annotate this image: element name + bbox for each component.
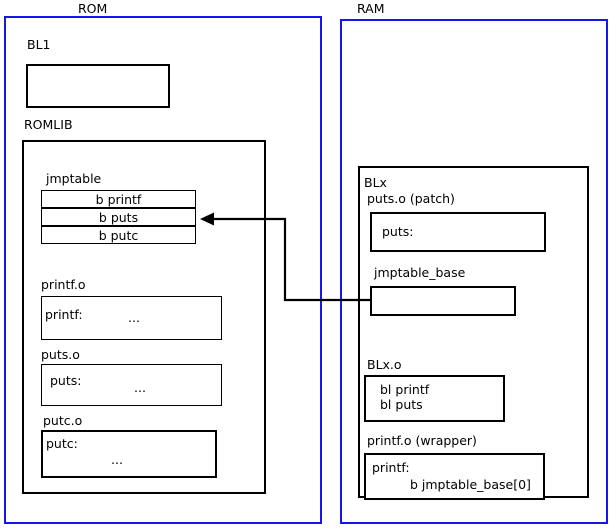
romlib-puts-body: ... (134, 380, 146, 395)
blx-o-box: bl printf bl puts (364, 375, 505, 422)
jmptable-entry-printf: b printf (41, 190, 196, 208)
blx-patch-symbol: puts: (382, 224, 414, 239)
romlib-label: ROMLIB (24, 117, 73, 132)
romlib-puts-o-label: puts.o (41, 347, 80, 362)
blx-o-label: BLx.o (367, 357, 402, 372)
ram-region-label: RAM (357, 1, 385, 16)
romlib-printf-symbol: printf: (45, 307, 83, 322)
romlib-putc-o-label: putc.o (43, 413, 83, 428)
jmptable-label: jmptable (46, 171, 102, 186)
romlib-putc-body: ... (111, 452, 123, 467)
jmptable-entry-puts-text: b puts (98, 209, 139, 225)
printf-wrapper-symbol: printf: (372, 460, 410, 475)
blx-o-line1: bl printf (380, 382, 430, 397)
jmptable-base-box (370, 286, 516, 316)
blx-patch-label: puts.o (patch) (367, 191, 455, 206)
printf-wrapper-branch: b jmptable_base[0] (410, 477, 531, 492)
romlib-puts-o-box: puts: ... (41, 364, 222, 406)
jmptable-entry-putc: b putc (41, 226, 196, 244)
blx-o-line2: bl puts (380, 397, 423, 412)
printf-wrapper-box: printf: b jmptable_base[0] (364, 453, 545, 500)
romlib-printf-o-label: printf.o (41, 277, 86, 292)
blx-label: BLx (364, 175, 387, 190)
blx-patch-box: puts: (370, 212, 546, 252)
romlib-printf-o-box: printf: ... (41, 296, 222, 340)
bl1-label: BL1 (27, 37, 51, 52)
romlib-putc-symbol: putc: (46, 436, 78, 451)
printf-wrapper-label: printf.o (wrapper) (367, 433, 477, 448)
romlib-putc-o-box: putc: ... (41, 430, 217, 478)
jmptable-base-label: jmptable_base (374, 265, 466, 280)
bl1-box (26, 64, 170, 108)
rom-region-label: ROM (78, 1, 108, 16)
jmptable-entry-printf-text: b printf (95, 191, 142, 207)
jmptable-entry-putc-text: b putc (98, 227, 139, 243)
romlib-printf-body: ... (128, 310, 140, 325)
jmptable-entry-puts: b puts (41, 208, 196, 226)
romlib-puts-symbol: puts: (50, 373, 82, 388)
